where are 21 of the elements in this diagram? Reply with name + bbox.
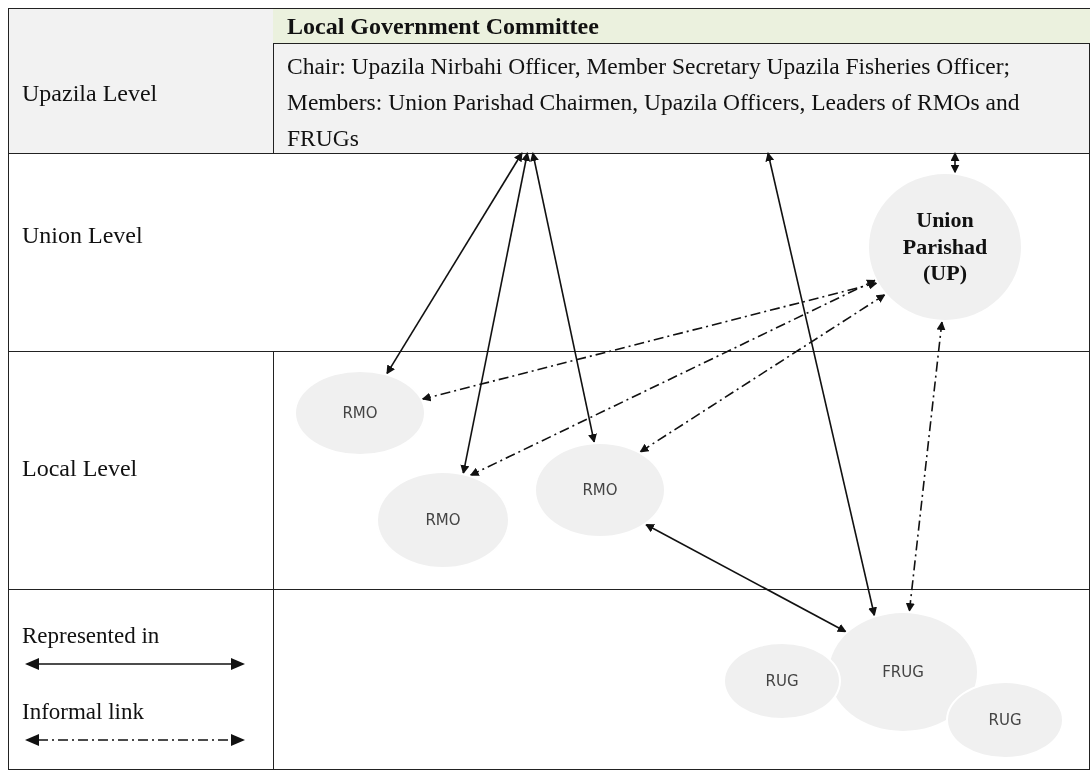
legend-label: Represented in	[22, 623, 160, 649]
node-label: RUG	[765, 672, 799, 690]
node-label: RMO	[425, 511, 461, 529]
row-label: Union Level	[22, 222, 143, 249]
committee-description: Chair: Upazila Nirbahi Officer, Member Secretary Upazila Fisheries Officer; Members: Union Parishad Chairmen, Upazila Officers, Leaders of RMOs and FRUGs	[286, 52, 1021, 153]
committee-heading: Local Government Committee	[273, 9, 1090, 44]
legend-label: Informal link	[22, 699, 144, 725]
double-arrow	[530, 152, 597, 444]
row-label: Upazila Level	[22, 80, 158, 107]
dash-dot-arrow	[469, 279, 876, 477]
node-label: RMO	[342, 404, 378, 422]
node-label: RMO	[582, 481, 618, 499]
node-label: Union Parishad (UP)	[901, 207, 989, 287]
node-label: FRUG	[882, 663, 924, 681]
row-label: Local Level	[22, 455, 138, 482]
double-arrow	[645, 523, 847, 633]
dash-dot-arrow	[905, 321, 946, 613]
dash-dot-arrow	[639, 293, 886, 453]
node-label: RUG	[988, 711, 1022, 729]
double-arrow	[950, 152, 960, 174]
dash-dot-arrow	[421, 280, 878, 402]
